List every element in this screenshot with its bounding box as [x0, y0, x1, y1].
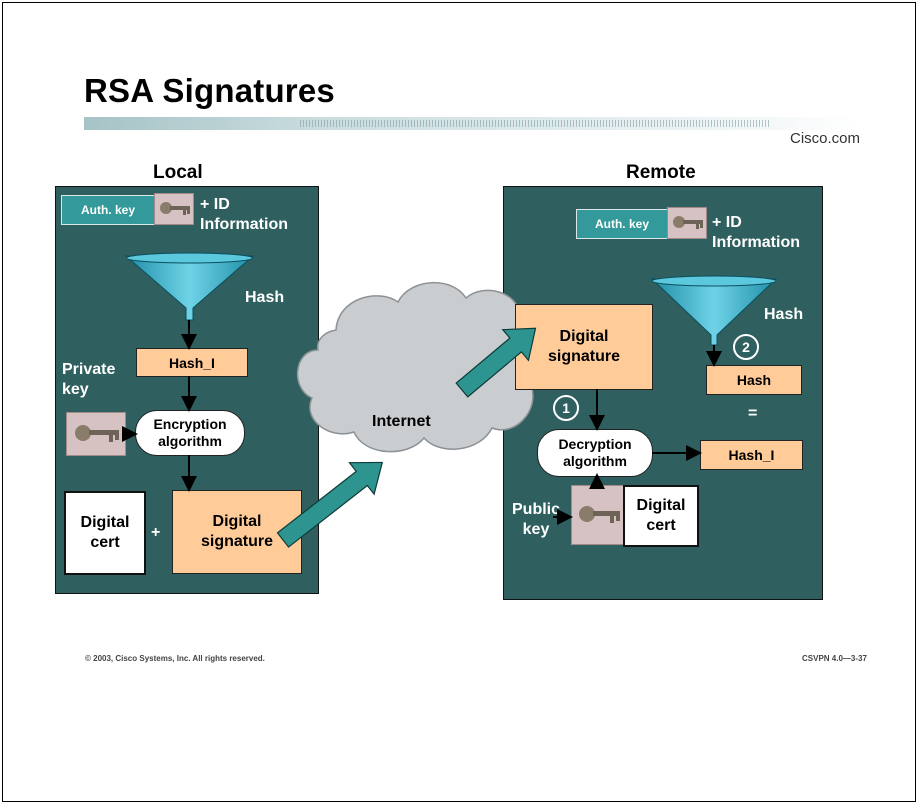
remote-funnel-icon	[650, 275, 778, 346]
remote-auth-key-box: Auth. key	[576, 209, 668, 239]
slide-title: RSA Signatures	[84, 72, 335, 109]
remote-key-icon	[667, 207, 707, 239]
internet-label: Internet	[372, 413, 431, 430]
local-id-info: + ID Information	[200, 196, 288, 233]
key-icon	[154, 193, 194, 225]
arrow-icon	[276, 327, 537, 548]
title-bar-pattern	[300, 120, 770, 127]
remote-heading: Remote	[626, 162, 696, 183]
remote-hash-label: Hash	[764, 306, 804, 323]
local-private-key-label: Private key	[62, 361, 116, 398]
remote-digital-signature: Digital signature	[515, 304, 653, 390]
connector-arrows	[122, 320, 722, 525]
local-hash-i-box: Hash_I	[136, 348, 248, 377]
local-auth-key-box: Auth. key	[61, 195, 155, 225]
public-key-label: Public key	[512, 501, 561, 538]
equals-sign: =	[748, 405, 758, 422]
remote-hash-i-box: Hash_I	[700, 440, 803, 470]
footer-course-code: CSVPN 4.0—3-37	[802, 654, 867, 663]
remote-hash-box: Hash	[706, 365, 802, 395]
step-2-badge: 2	[733, 334, 759, 360]
cloud-icon	[296, 282, 544, 453]
remote-digital-cert: Digital cert	[623, 485, 699, 547]
local-heading: Local	[153, 162, 203, 183]
footer-copyright: © 2003, Cisco Systems, Inc. All rights r…	[85, 654, 265, 663]
plus-sign: +	[151, 524, 161, 541]
step-1-badge: 1	[553, 395, 579, 421]
local-hash-label: Hash	[245, 289, 285, 306]
local-digital-cert: Digital cert	[64, 491, 146, 575]
encryption-algorithm: Encryption algorithm	[135, 410, 245, 456]
local-funnel-icon	[124, 252, 255, 321]
brand-label: Cisco.com	[790, 130, 861, 147]
remote-id-info: + ID Information	[712, 214, 800, 251]
